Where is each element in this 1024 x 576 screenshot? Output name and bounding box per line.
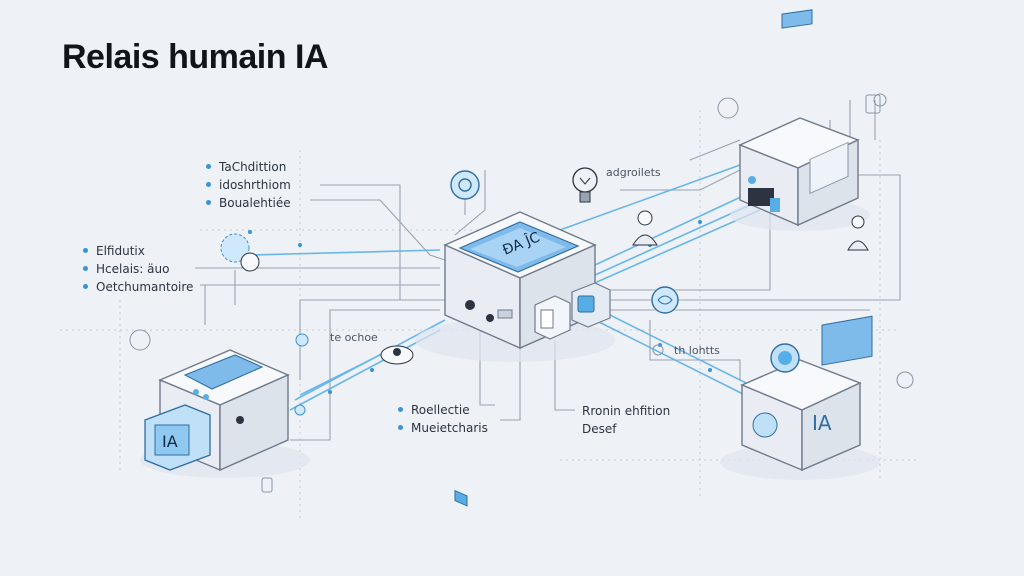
label-left-3: Oetchumantoire (83, 280, 193, 294)
blue-link-dots (248, 220, 712, 394)
label-left-1: Elfidutix (83, 244, 145, 258)
label-left-2: Hcelais: äuo (83, 262, 169, 276)
person-icon-right (847, 215, 869, 251)
left-ia-tag: IA (162, 432, 178, 451)
label-right-bottom-2: Desef (582, 422, 617, 436)
label-center-bottom-2: Mueietcharis (398, 421, 488, 435)
label-right-bottom-1: Rronin ehfition (582, 404, 671, 418)
right-ia-tag: IA (812, 411, 832, 435)
label-top-1: TaChdittion (206, 160, 286, 174)
central-device: ĐA ĴC (415, 211, 615, 507)
top-right-device (730, 9, 870, 231)
label-top-3: Boualehtiée (206, 196, 291, 210)
left-device: IA (140, 349, 310, 478)
misc-small-icons (129, 93, 914, 493)
brain-icon-right (647, 282, 683, 318)
label-top-2: idoshrthiom (206, 178, 291, 192)
label-center-bottom-1: Roellectie (398, 403, 470, 417)
user-icon (632, 210, 658, 246)
page-title: Relais humain IA (62, 38, 328, 76)
label-float-top-right: adgroilets (606, 166, 661, 179)
brain-icon (445, 165, 485, 205)
camera-icon (380, 345, 414, 365)
bottom-right-device: IA (720, 315, 880, 480)
label-float-center: te ochoe (330, 331, 378, 344)
gear-cluster-icon (220, 233, 260, 272)
label-float-right-mid: th lohtts (674, 344, 720, 357)
central-side-module (534, 282, 611, 340)
lightbulb-icon (572, 167, 598, 203)
